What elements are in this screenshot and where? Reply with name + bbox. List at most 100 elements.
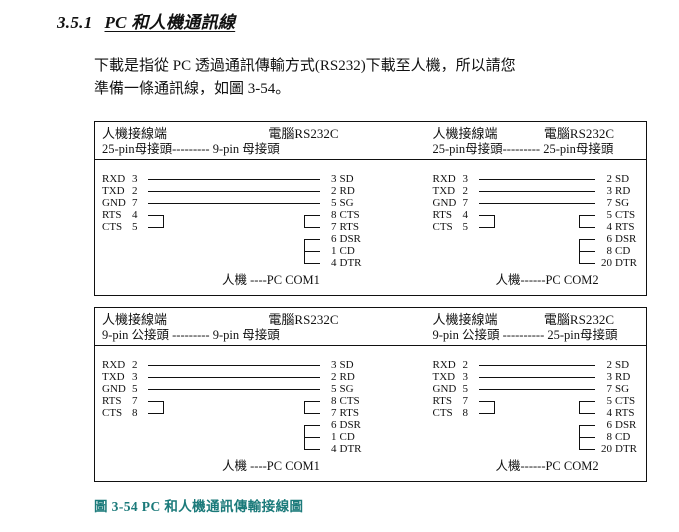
pc-pin-number: 4 [606, 407, 613, 419]
wire-straight [478, 173, 595, 185]
hmi-side-title: 人機接線端 [102, 312, 168, 327]
pc-signal-label: RTS [339, 407, 360, 419]
pc-pin-number: 8 [606, 245, 613, 257]
wire-segment [303, 425, 305, 432]
pc-signal-label: SG [339, 197, 354, 209]
wire-segment [579, 220, 580, 228]
hmi-pin-number: 4 [462, 209, 469, 221]
wire-straight [148, 359, 320, 371]
wire-segment [304, 227, 320, 228]
title-row: 人機接線端 電腦RS232C [95, 126, 371, 142]
pc-signal-label: RD [339, 185, 355, 197]
hmi-pin-number: 2 [132, 185, 138, 197]
hmi-signal-label: CTS [432, 407, 453, 419]
hmi-signal-label: RXD [102, 359, 126, 371]
wire-segment [148, 413, 163, 414]
pc-signal-label: DSR [615, 233, 637, 245]
wire-segment [580, 215, 595, 216]
wire-jumper [148, 442, 320, 455]
wire-straight [478, 383, 595, 395]
hmi-signal-label: GND [102, 383, 126, 395]
wire-segment [478, 227, 494, 228]
wire-segment [303, 220, 305, 228]
hmi-side-title: 人機接線端 [432, 312, 498, 327]
pc-pin-number: 6 [331, 233, 337, 245]
wire-segment [478, 179, 595, 180]
section-title: PC 和人機通訊線 [104, 13, 236, 32]
wire-segment [478, 401, 494, 402]
pc-pin-number: 6 [606, 419, 613, 431]
wire-jumper [148, 419, 320, 432]
pc-signal-label: DTR [615, 443, 637, 455]
wire-segment [580, 227, 595, 228]
wire-segment [493, 401, 495, 408]
wire-segment [579, 401, 580, 408]
hmi-pin-number: 2 [132, 359, 138, 371]
pc-signal-label: SD [615, 359, 630, 371]
pc-signal-label: RTS [615, 221, 635, 233]
wire-segment [304, 437, 320, 438]
pc-signal-label: DSR [339, 419, 361, 431]
wire-straight [148, 173, 320, 185]
hmi-pin-number: 7 [462, 395, 469, 407]
wire-segment [580, 251, 595, 252]
diagram-footer: 人機 ----PC COM1 [222, 459, 320, 473]
wire-jumper [478, 406, 595, 419]
pc-pin-number: 5 [331, 383, 337, 395]
pc-signal-label: RTS [615, 407, 635, 419]
pc-signal-label: DSR [615, 419, 637, 431]
hmi-signal-label: RXD [432, 359, 456, 371]
intro-line-1: 下載是指從 PC 透過通訊傳輸方式(RS232)下載至人機，所以請您 [94, 58, 516, 74]
hmi-pin-number: 4 [132, 209, 138, 221]
wire-segment [478, 413, 494, 414]
wire-segment [163, 215, 164, 222]
title-row: 人機接線端 電腦RS232C [426, 126, 647, 142]
wire-segment [304, 251, 320, 252]
pc-pin-number: 1 [331, 245, 337, 257]
hmi-signal-label: RXD [432, 173, 456, 185]
wire-straight [478, 359, 595, 371]
pc-pin-number: 7 [331, 221, 337, 233]
pc-pin-number: 6 [331, 419, 337, 431]
wiring-box-top: 人機接線端 電腦RS232C 25-pin母接頭--------- 9-pin … [94, 121, 647, 296]
wire-segment [148, 179, 320, 180]
wiring-box-bottom: 人機接線端 電腦RS232C 9-pin 公接頭 --------- 9-pin… [94, 307, 647, 482]
wire-straight [478, 197, 595, 209]
title-row: 人機接線端 電腦RS232C [95, 312, 371, 328]
wire-jumper [148, 233, 320, 246]
header-com1: 人機接線端 電腦RS232C 9-pin 公接頭 --------- 9-pin… [95, 312, 371, 343]
pc-signal-label: SG [615, 197, 630, 209]
wire-segment [478, 377, 595, 378]
hmi-pin-number: 5 [132, 221, 138, 233]
hmi-pin-number: 3 [462, 371, 469, 383]
pc-pin-number: 20 [601, 257, 612, 269]
wire-segment [148, 203, 320, 204]
hmi-signal-label: RTS [432, 395, 453, 407]
wire-segment [303, 401, 305, 408]
box-header: 人機接線端 電腦RS232C 9-pin 公接頭 --------- 9-pin… [95, 308, 646, 346]
wire-segment [303, 239, 305, 246]
wire-segment [580, 401, 595, 402]
pc-signal-label: CD [339, 431, 355, 443]
pc-pin-number: 3 [331, 359, 337, 371]
intro-paragraph: 下載是指從 PC 透過通訊傳輸方式(RS232)下載至人機，所以請您 準備一條通… [94, 55, 639, 101]
wire-straight [148, 383, 320, 395]
pc-signal-label: CTS [339, 395, 360, 407]
wire-jumper [479, 442, 595, 455]
